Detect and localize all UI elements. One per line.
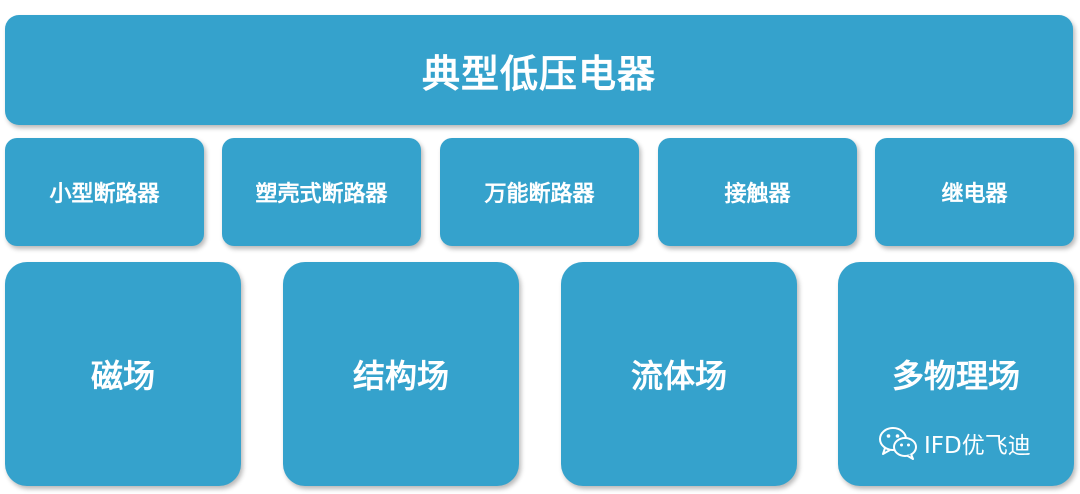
category-label: 塑壳式断路器 <box>255 182 388 207</box>
category-label: 小型断路器 <box>49 182 160 207</box>
title-box: 典型低压电器 <box>5 15 1073 125</box>
field-label: 磁场 <box>90 357 155 395</box>
field-box-multiphysics: 多物理场 <box>838 262 1074 486</box>
field-box-fluid: 流体场 <box>561 262 797 486</box>
category-box-relay: 继电器 <box>875 138 1074 246</box>
category-box-contactor: 接触器 <box>658 138 857 246</box>
title-label: 典型低压电器 <box>421 51 656 96</box>
category-label: 万能断路器 <box>484 182 595 207</box>
field-box-structural: 结构场 <box>283 262 519 486</box>
field-label: 多物理场 <box>891 357 1020 395</box>
category-box-miniature-breaker: 小型断路器 <box>5 138 204 246</box>
watermark-text: IFD优飞迪 <box>924 433 1031 459</box>
category-box-universal-breaker: 万能断路器 <box>440 138 639 246</box>
category-label: 接触器 <box>724 182 791 207</box>
field-label: 结构场 <box>352 357 449 395</box>
field-box-magnetic: 磁场 <box>5 262 241 486</box>
wechat-icon <box>878 426 918 460</box>
category-box-molded-case-breaker: 塑壳式断路器 <box>222 138 421 246</box>
field-label: 流体场 <box>630 357 727 395</box>
watermark: IFD优飞迪 <box>878 426 1031 460</box>
category-label: 继电器 <box>941 182 1008 207</box>
